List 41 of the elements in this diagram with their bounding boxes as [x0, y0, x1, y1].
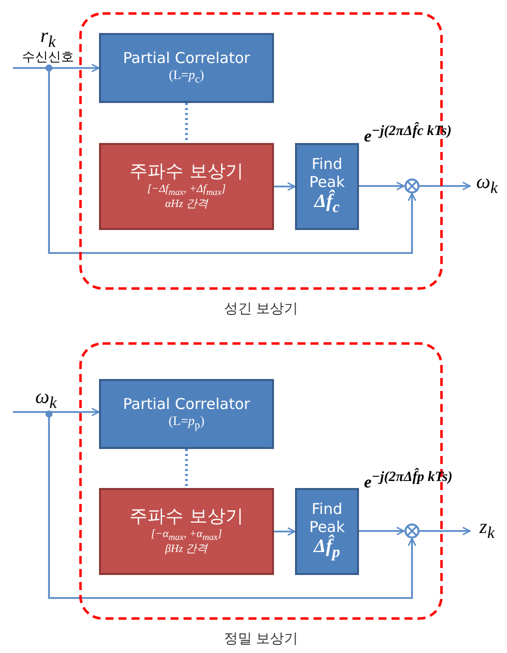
- compensator-box: [99, 488, 274, 575]
- box-title: Find Peak: [308, 156, 346, 190]
- box-subtitle: Δf̂$_{c}$: [314, 190, 340, 217]
- box-title: Partial Correlator: [122, 396, 250, 414]
- multiplier-symbol: [404, 178, 420, 194]
- arrow: [274, 182, 296, 191]
- arrow: [274, 527, 296, 536]
- box-subtitle: (L=p$_{c}$): [168, 68, 204, 86]
- process-box: [295, 488, 359, 575]
- signal-label: 수신신호: [22, 50, 74, 68]
- arrow: [13, 408, 100, 416]
- box-title: 주파수 보상기: [130, 162, 244, 184]
- group-title: 성긴 보상기: [224, 300, 298, 318]
- multiplier-symbol: [404, 523, 420, 539]
- signal-label: ω$_{k}$: [35, 387, 57, 412]
- arrow: [420, 182, 471, 190]
- arrow: [13, 64, 100, 72]
- compensator-box: [99, 143, 274, 230]
- signal-label: r$_{k}$: [40, 26, 56, 50]
- exponent-formula: e$^{−j(2πΔf̂c kTs)}$: [364, 124, 452, 145]
- signal-label: z$_{k}$: [479, 517, 495, 542]
- process-box: [99, 33, 274, 103]
- exponent-formula: e$^{−j(2πΔf̂p kTs)}$: [364, 470, 452, 491]
- group-title: 정밀 보상기: [224, 630, 298, 648]
- arrow: [359, 526, 405, 536]
- signal-label: ω$_{k}$: [476, 172, 498, 197]
- box-subtitle: [−Δf$_{max}$, +Δf$_{max}$]: [147, 183, 226, 198]
- arrow: [420, 526, 471, 536]
- box-title: Find Peak: [308, 501, 346, 536]
- box-subtitle: (L=p$_{p}$): [168, 414, 204, 432]
- box-subtitle: αHz 간격: [165, 198, 208, 211]
- dotted-connector: [185, 103, 188, 143]
- process-box: [295, 143, 359, 230]
- box-subtitle: [−α$_{max}$, +α$_{max}$]: [151, 528, 222, 543]
- arrow: [359, 182, 405, 190]
- box-title: Partial Correlator: [122, 50, 250, 68]
- box-title: 주파수 보상기: [130, 507, 244, 528]
- dotted-connector: [185, 449, 188, 488]
- process-box: [99, 379, 274, 449]
- box-subtitle: Δf̂$_{p}$: [314, 536, 340, 562]
- box-subtitle: βHz 간격: [165, 542, 208, 556]
